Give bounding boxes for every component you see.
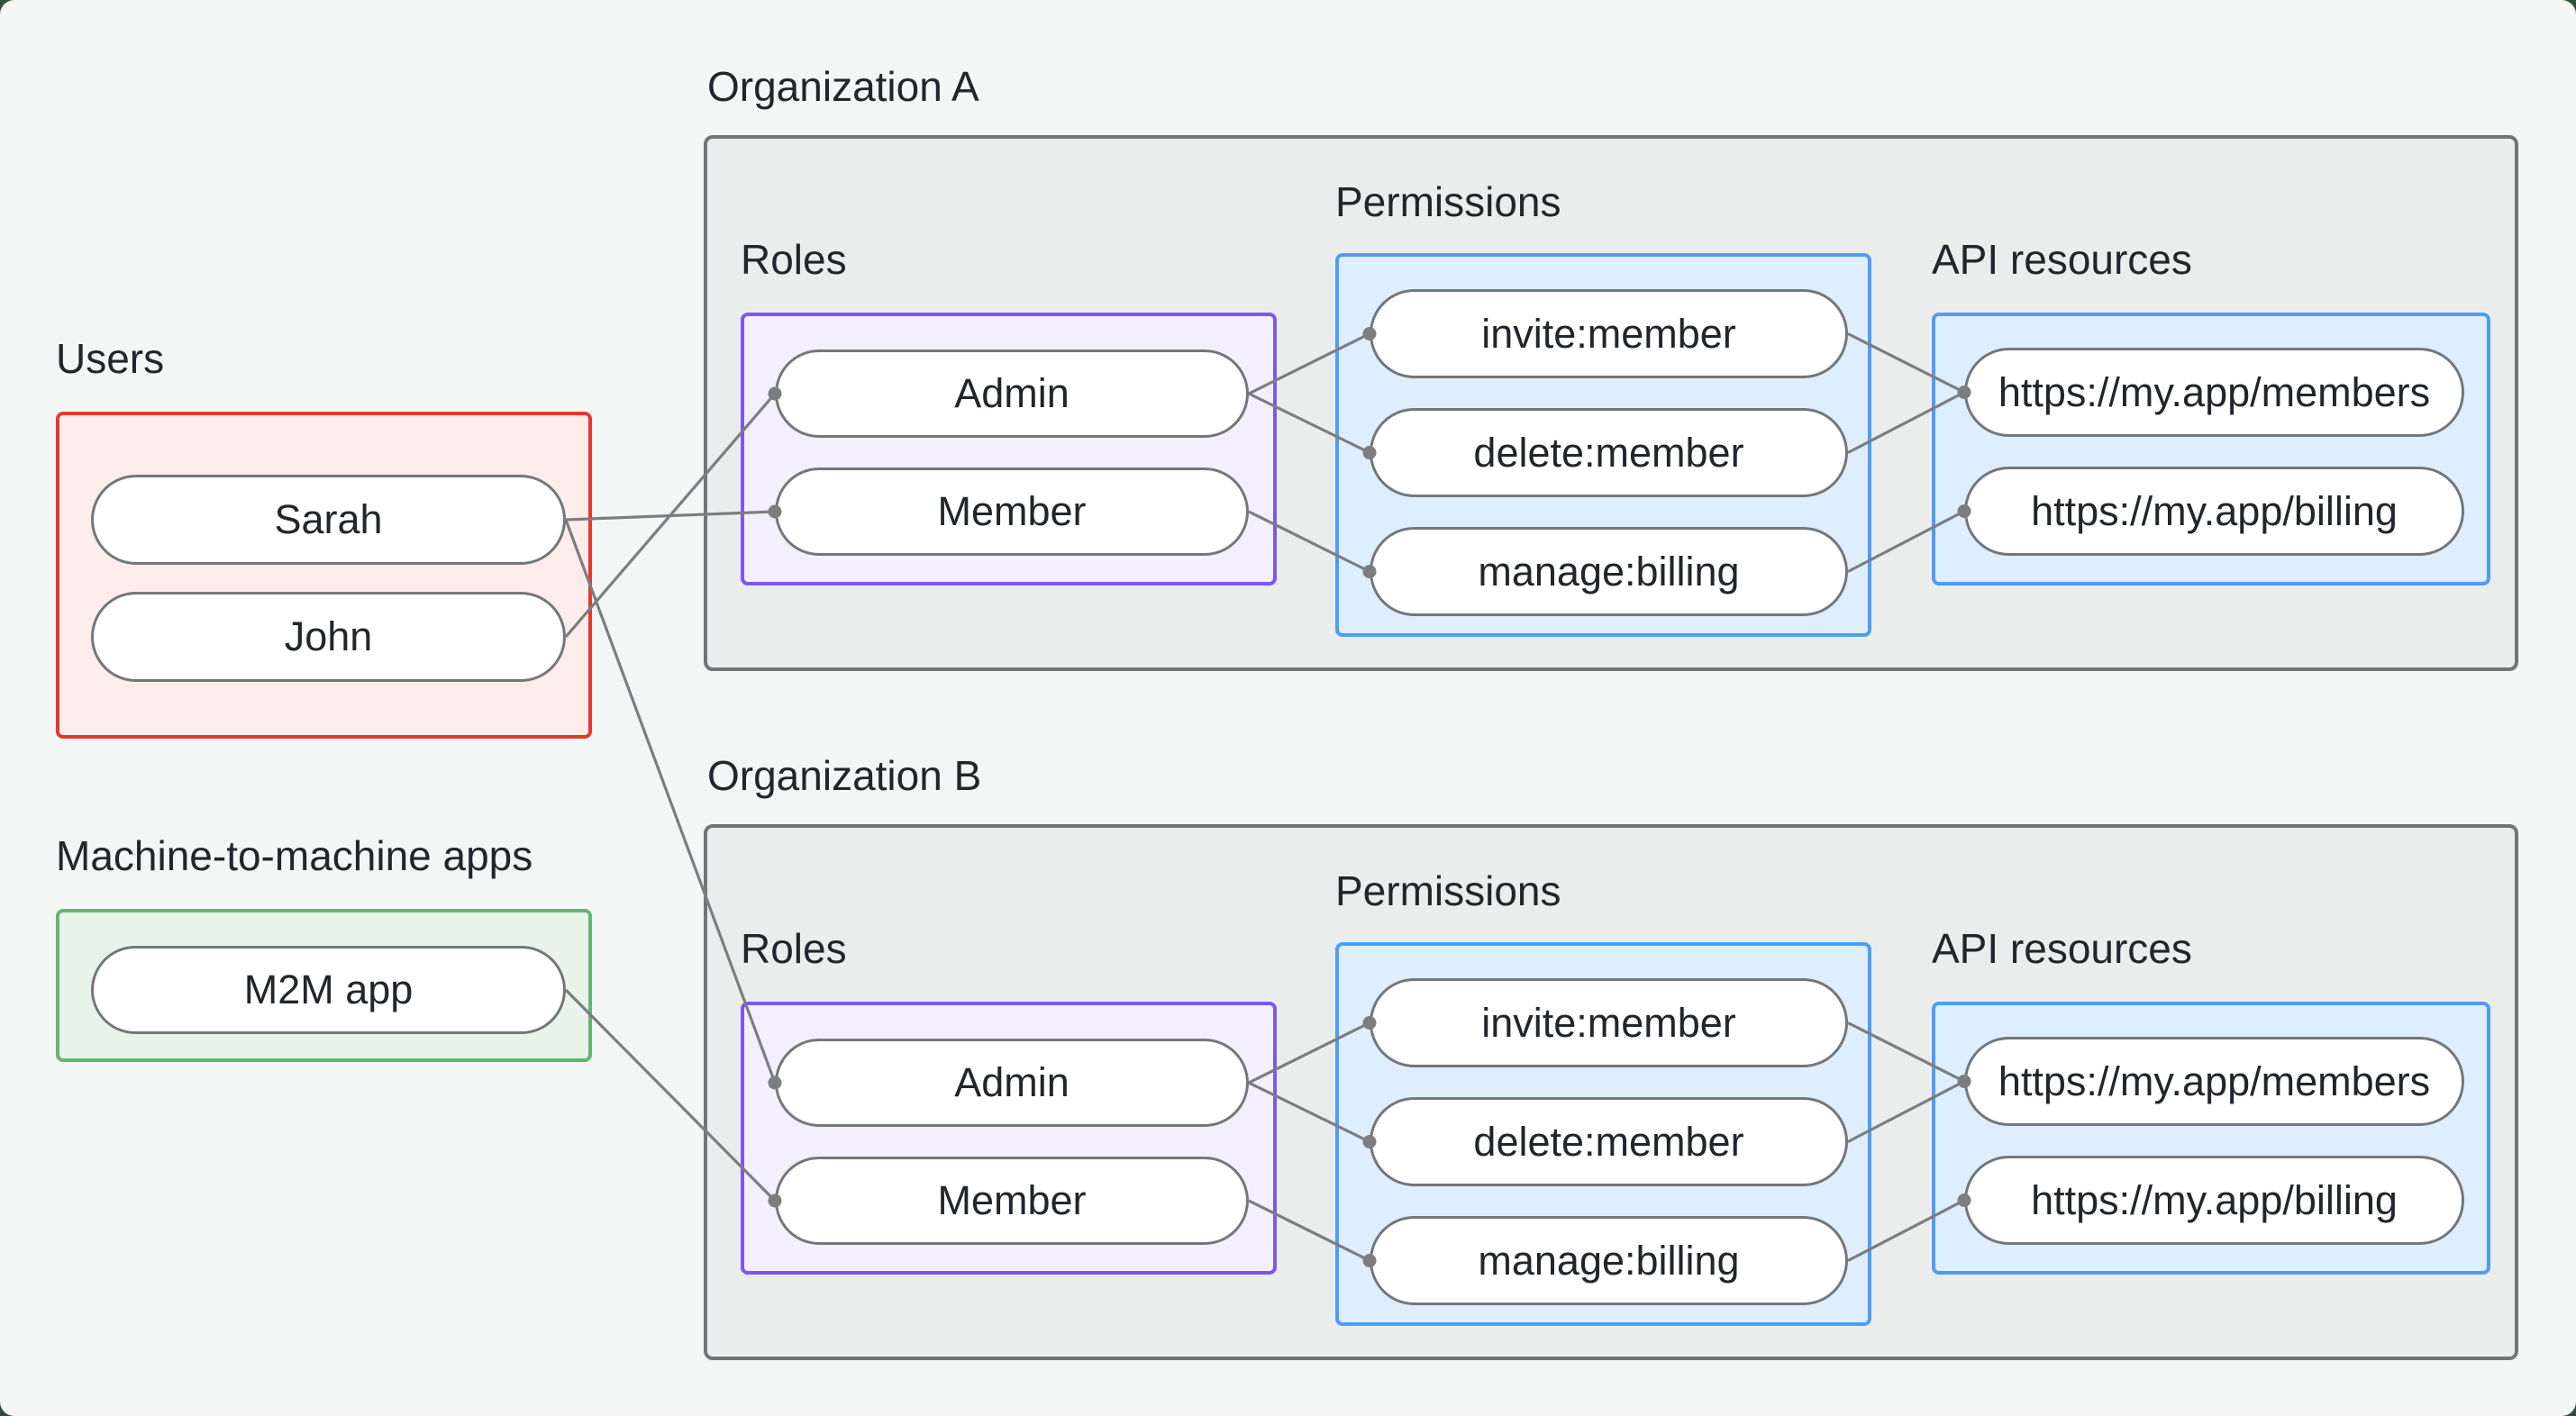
role-label: Admin [954,1059,1070,1105]
org-a-title: Organization A [707,63,979,110]
org-b-permission-manage-billing: manage:billing [1370,1216,1848,1305]
org-b-roles-group: Admin Member [741,1002,1277,1275]
org-a-role-admin: Admin [775,349,1249,438]
org-b-api-resources-group: https://my.app/members https://my.app/bi… [1932,1002,2490,1275]
api-resource-label: https://my.app/members [1998,368,2431,415]
api-resource-label: https://my.app/billing [2031,1176,2398,1223]
users-section-label: Users [56,335,165,382]
org-b-permission-invite-member: invite:member [1370,978,1848,1067]
org-a-container: Organization A Roles Permissions API res… [704,63,2518,671]
org-b-api-resources-label: API resources [1932,925,2192,972]
permission-label: delete:member [1473,1118,1744,1165]
permission-label: invite:member [1481,310,1736,357]
org-a-api-resources-label: API resources [1932,236,2192,283]
role-label: Admin [954,370,1070,416]
org-a-api-members: https://my.app/members [1964,348,2464,437]
users-group-box: Sarah John [56,412,592,739]
user-node-label: Sarah [274,496,383,542]
org-b-container: Organization B Roles Permissions API res… [704,752,2518,1360]
m2m-section-label: Machine-to-machine apps [56,832,533,879]
org-b-roles-label: Roles [741,925,847,972]
m2m-group-box: M2M app [56,909,592,1062]
org-a-api-resources-group: https://my.app/members https://my.app/bi… [1932,313,2490,585]
m2m-node-label: M2M app [243,967,414,1012]
user-node-label: John [284,613,373,659]
permission-label: manage:billing [1478,548,1740,595]
org-b-title: Organization B [707,752,982,799]
org-a-role-member: Member [775,467,1249,556]
org-b-role-admin: Admin [775,1039,1249,1127]
org-a-roles-group: Admin Member [741,313,1277,585]
org-b-api-billing: https://my.app/billing [1964,1156,2464,1245]
org-b-api-members: https://my.app/members [1964,1037,2464,1126]
org-a-permissions-label: Permissions [1335,178,1561,225]
role-label: Member [937,488,1087,534]
org-a-permission-delete-member: delete:member [1370,408,1848,497]
permission-label: invite:member [1481,999,1736,1046]
api-resource-label: https://my.app/members [1998,1057,2431,1104]
org-b-permissions-label: Permissions [1335,867,1561,914]
org-a-permission-manage-billing: manage:billing [1370,527,1848,616]
org-b-role-member: Member [775,1157,1249,1245]
org-a-roles-label: Roles [741,236,847,283]
role-label: Member [937,1177,1087,1223]
user-node-john: John [91,592,566,682]
api-resource-label: https://my.app/billing [2031,487,2398,534]
permission-label: manage:billing [1478,1237,1740,1284]
org-a-permission-invite-member: invite:member [1370,289,1848,378]
m2m-node-app: M2M app [91,946,566,1034]
org-a-permissions-group: invite:member delete:member manage:billi… [1335,253,1871,637]
org-b-permissions-group: invite:member delete:member manage:billi… [1335,942,1871,1326]
org-a-api-billing: https://my.app/billing [1964,467,2464,556]
user-node-sarah: Sarah [91,475,566,565]
org-b-permission-delete-member: delete:member [1370,1097,1848,1186]
permission-label: delete:member [1473,429,1744,476]
